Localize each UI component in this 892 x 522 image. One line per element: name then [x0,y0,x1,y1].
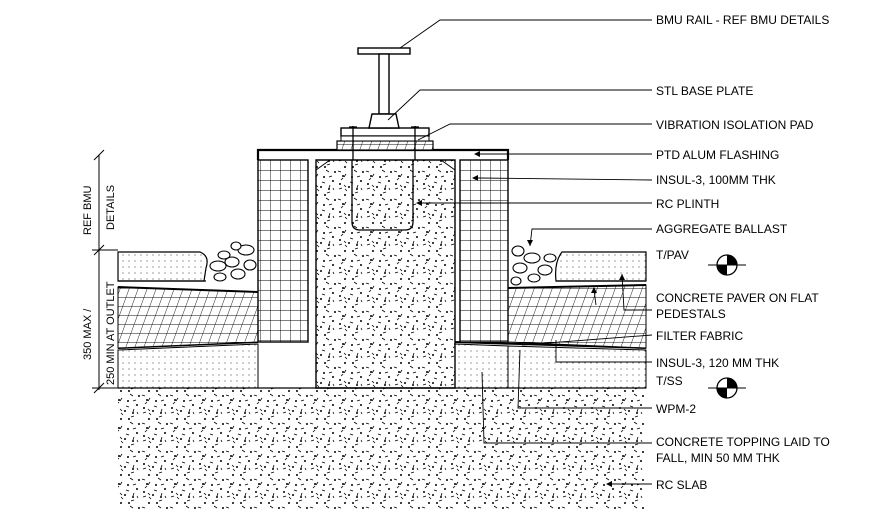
label-insul-120: INSUL-3, 120 MM THK [656,356,779,370]
leader-lines [387,19,653,485]
label-vibration-pad: VIBRATION ISOLATION PAD [656,118,814,132]
rc-plinth [315,159,456,389]
dim-ref-bmu-line1: REF BMU [82,185,94,235]
label-concrete-paver-line1: CONCRETE PAVER ON FLAT [656,291,819,305]
label-concrete-topping-line2: FALL, MIN 50 MM THK [656,451,780,465]
section-marker-tpav [708,254,746,276]
label-t-pav: T/PAV [656,248,689,262]
label-filter-fabric: FILTER FABRIC [656,329,743,343]
label-insul-100: INSUL-3, 100MM THK [656,173,776,187]
dim-height-line1: 350 MAX / [82,308,94,360]
vibration-isolation-pad [336,140,434,151]
stl-base-plate [340,127,430,137]
concrete-topping-left [117,343,259,389]
label-rc-slab: RC SLAB [656,478,707,492]
label-bmu-rail: BMU RAIL - REF BMU DETAILS [656,13,829,27]
label-rc-plinth: RC PLINTH [656,197,719,211]
plinth-pocket [351,160,414,231]
label-stl-base-plate: STL BASE PLATE [656,84,753,98]
bmu-rail [357,47,411,129]
dimension-lines [92,149,118,394]
insulation-100-left [257,159,309,343]
aggregate-ballast-left [209,241,257,282]
concrete-topping-right [507,345,647,389]
label-ptd-alum-flashing: PTD ALUM FLASHING [656,148,779,162]
label-wpm-2: WPM-2 [656,402,696,416]
label-concrete-paver-line2: PEDESTALS [656,307,726,321]
label-concrete-topping-line1: CONCRETE TOPPING LAID TO [656,435,830,449]
aggregate-ballast-right [510,245,557,286]
rc-slab [118,388,646,510]
insulation-100-right [459,159,509,343]
insulation-120-right [507,284,647,349]
ptd-alum-flashing [256,148,510,160]
section-marker-tss [708,377,746,399]
dim-ref-bmu-line2: DETAILS [105,185,117,230]
dim-height-line2: 250 MIN AT OUTLET [105,281,117,385]
paver-right [555,251,647,282]
paver-left [117,251,208,282]
insulation-120-left [117,286,259,349]
label-t-ss: T/SS [656,374,683,388]
label-aggregate-ballast: AGGREGATE BALLAST [656,222,788,236]
